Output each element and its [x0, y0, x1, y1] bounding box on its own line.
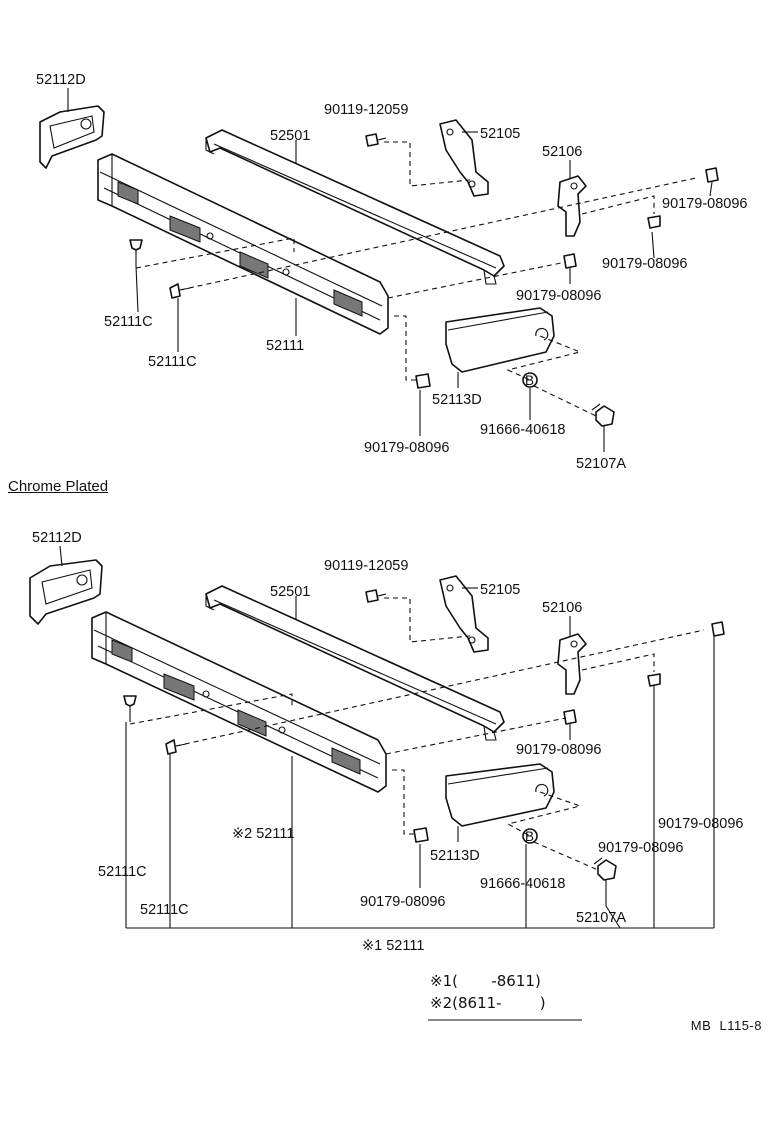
end-cover-part-2 [29, 559, 103, 625]
note-1: ※1( -8611) [430, 972, 541, 990]
label-nut-right-mid: 90179-08096 [602, 256, 687, 272]
label-end-piece: 52113D [432, 392, 482, 408]
leader-lines-2 [59, 545, 607, 906]
label-bolt-top-2: 90119-12059 [324, 558, 408, 574]
label-nut-bottom: 90179-08096 [364, 440, 449, 456]
label-bolt-left-a: 52111C [104, 314, 153, 330]
label-reinforcement-2: 52501 [270, 584, 310, 600]
bolt-52111c-parts [129, 239, 191, 299]
retainer-part-2 [593, 857, 617, 881]
label-nut-right-a-2: 90179-08096 [658, 816, 743, 832]
label-retainer: 52107A [576, 456, 626, 472]
assembly-bracket-lines [125, 636, 715, 929]
label-bolt-left-b-2: 52111C [140, 902, 189, 918]
note-1-mark: ※1 [430, 972, 453, 990]
note-1-range: ( -8611) [452, 972, 541, 990]
label-clip-2: 91666-40618 [480, 876, 565, 892]
bolt-52111c-parts-2 [123, 695, 187, 755]
label-nut-right-b-2: 90179-08096 [598, 840, 683, 856]
label-bolt-top: 90119-12059 [324, 102, 408, 118]
dashed-lines-2 [129, 597, 705, 871]
nut-parts-2 [413, 621, 725, 843]
label-reinforcement: 52501 [270, 128, 310, 144]
bracket-52105-part [439, 119, 489, 197]
label-bracket-b-2: 52106 [542, 600, 582, 616]
label-end-piece-2: 52113D [430, 848, 480, 864]
end-piece-part-2 [445, 763, 555, 827]
retainer-part [591, 403, 615, 427]
b-marker-2: B [525, 829, 534, 844]
bracket-52106-part-2 [557, 633, 587, 695]
end-piece-part [445, 307, 555, 373]
bumper-bar-part [97, 153, 389, 335]
label-bolt-left-b: 52111C [148, 354, 197, 370]
reference-code: MB L115-8 [690, 1018, 762, 1033]
end-cover-part [39, 105, 105, 169]
label-bracket-a-2: 52105 [480, 582, 520, 598]
bracket-52106-part [557, 175, 587, 237]
section-title-chrome-plated: Chrome Plated [8, 478, 109, 495]
label-nut-right-top: 90179-08096 [662, 196, 747, 212]
b-marker-1: B [525, 373, 534, 388]
label-nut-bottom-2: 90179-08096 [360, 894, 445, 910]
bumper-bar-part-2 [91, 611, 387, 793]
label-bumper-note-2: ※2 52111 [232, 826, 294, 842]
label-end-cover: 52112D [36, 72, 86, 88]
label-bracket-b: 52106 [542, 144, 582, 160]
label-nut-mid: 90179-08096 [516, 288, 601, 304]
dashed-lines-1 [135, 141, 697, 417]
label-assembly-2: ※1 52111 [362, 938, 424, 954]
note-2-mark: ※2 [430, 994, 453, 1012]
note-2: ※2(8611- ) [430, 994, 546, 1012]
bracket-52105-part-2 [439, 575, 489, 653]
bolt-90119-part [365, 133, 387, 147]
leader-lines-1 [67, 88, 713, 452]
label-end-cover-2: 52112D [32, 530, 82, 546]
note-2-range: (8611- ) [452, 994, 546, 1012]
diagram-2: B [29, 530, 743, 954]
diagram-1: B 52 [36, 72, 747, 472]
label-clip: 91666-40618 [480, 422, 565, 438]
nut-parts [415, 167, 719, 389]
label-retainer-2: 52107A [576, 910, 626, 926]
label-bracket-a: 52105 [480, 126, 520, 142]
bolt-90119-part-2 [365, 589, 387, 603]
label-bumper: 52111 [266, 338, 304, 354]
label-bolt-left-a-2: 52111C [98, 864, 147, 880]
label-nut-mid-2: 90179-08096 [516, 742, 601, 758]
reinforcement-part [205, 129, 505, 285]
